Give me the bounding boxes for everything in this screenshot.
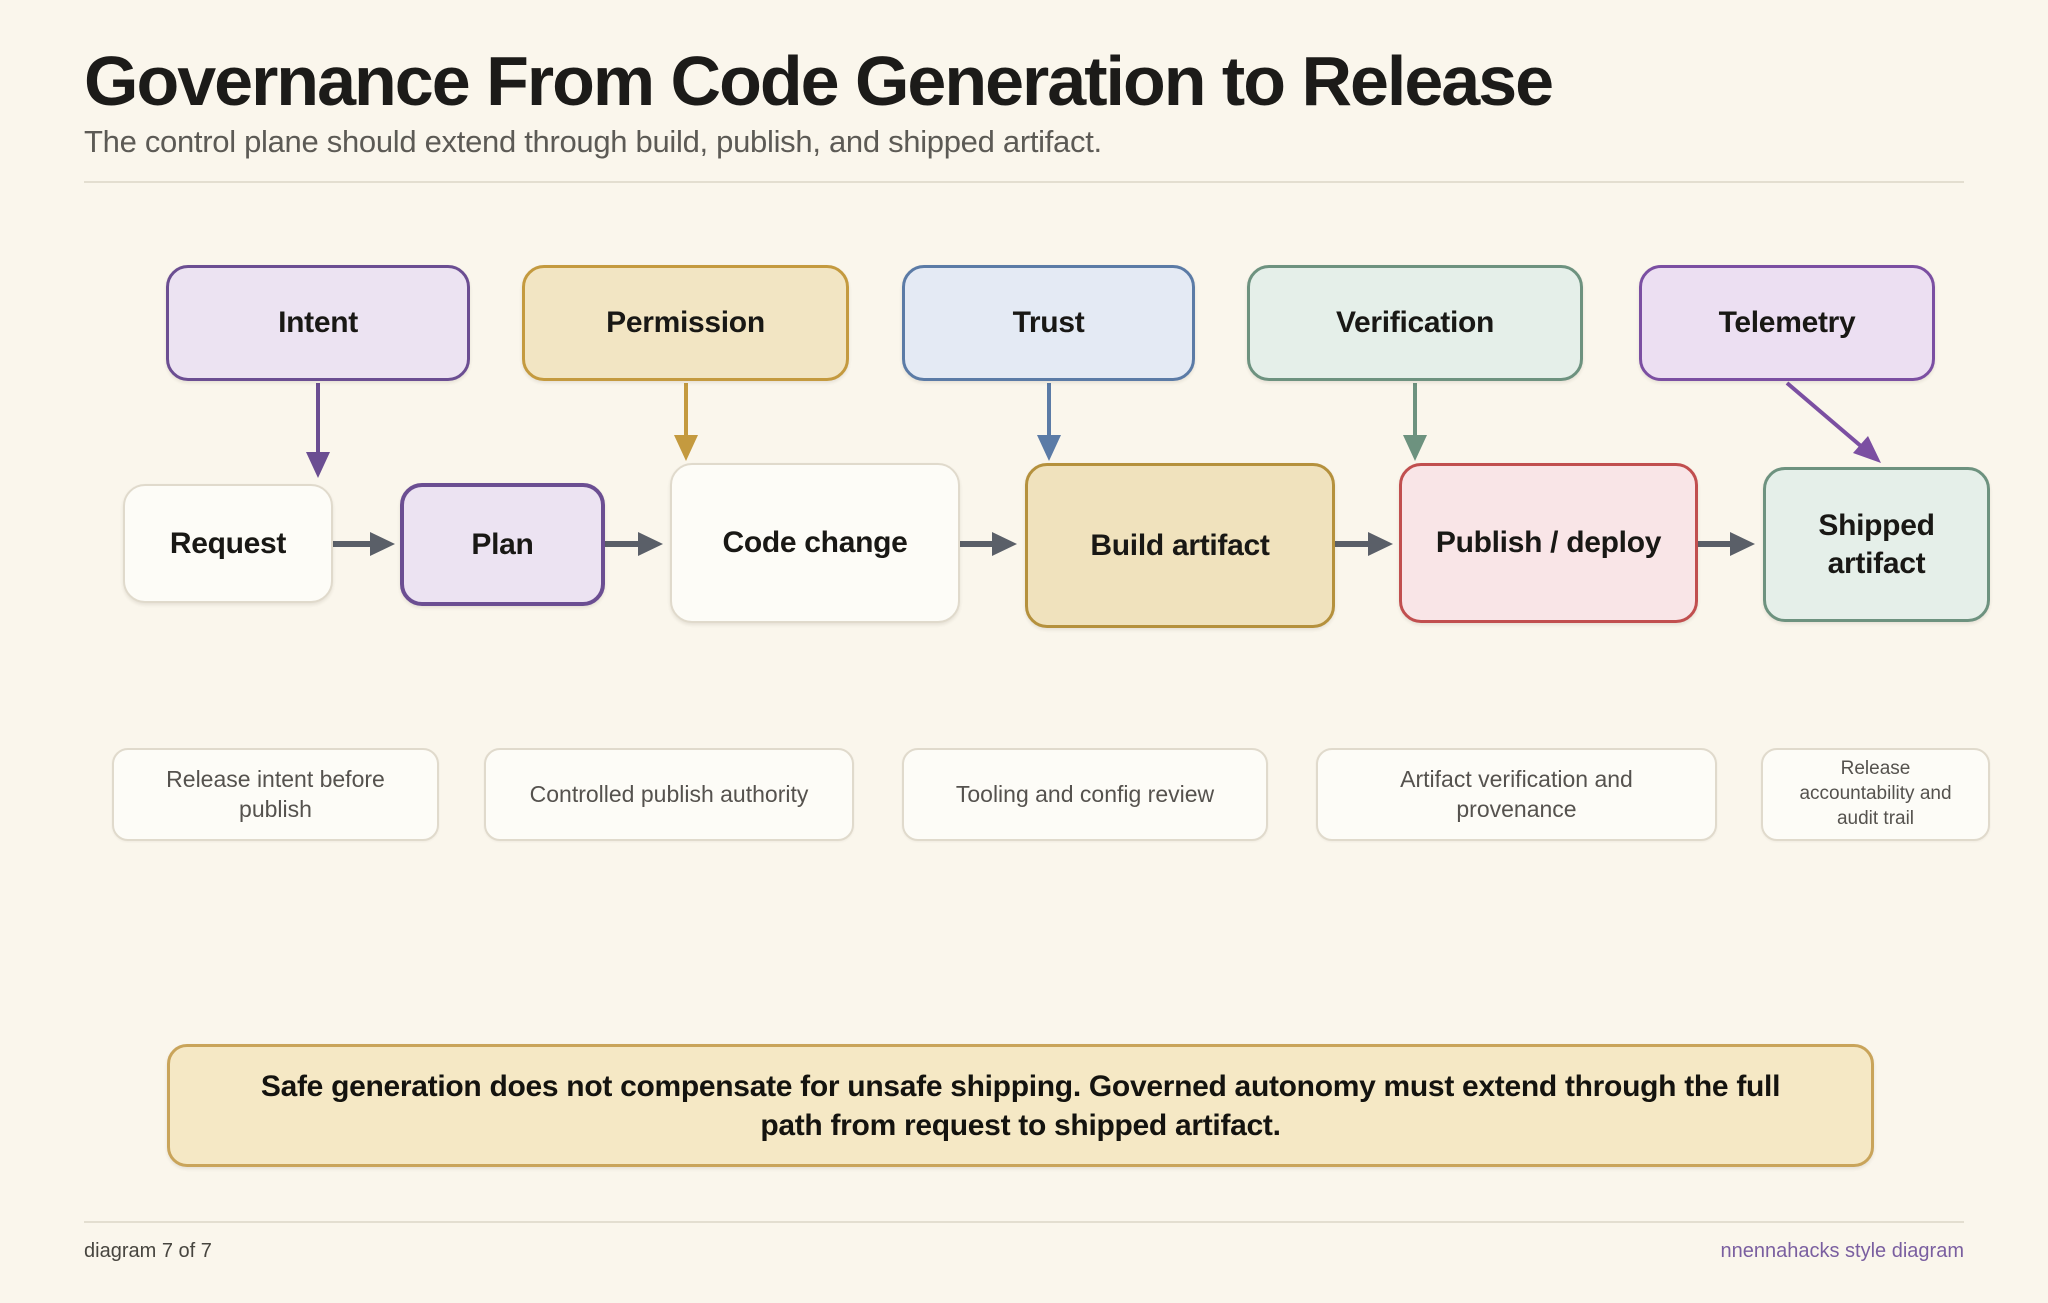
page-subtitle: The control plane should extend through … — [84, 124, 1102, 159]
control-tooling-review: Tooling and config review — [902, 748, 1268, 841]
node-plan-label: Plan — [471, 527, 534, 561]
control-release-intent: Release intent before publish — [112, 748, 439, 841]
arrow-plan-to-code-change — [605, 532, 663, 556]
node-trust-label: Trust — [1012, 306, 1085, 340]
arrow-intent-to-request — [306, 383, 330, 478]
node-shipped-artifact-label: Shipped artifact — [1818, 509, 1935, 580]
node-permission: Permission — [522, 265, 849, 381]
node-request-label: Request — [169, 526, 287, 560]
header-divider — [84, 181, 1964, 183]
node-request: Request — [123, 484, 333, 603]
callout-text: Safe generation does not compensate for … — [260, 1069, 1781, 1142]
footer-credit: nnennahacks style diagram — [1720, 1240, 1964, 1262]
control-artifact-verification: Artifact verification and provenance — [1316, 748, 1717, 841]
node-build-artifact-label: Build artifact — [1090, 528, 1270, 562]
node-build-artifact: Build artifact — [1025, 463, 1335, 628]
callout-banner: Safe generation does not compensate for … — [167, 1044, 1874, 1167]
footer-divider — [84, 1221, 1964, 1223]
control-artifact-verification-label: Artifact verification and provenance — [1400, 765, 1633, 822]
control-publish-authority-label: Controlled publish authority — [529, 780, 809, 807]
node-telemetry: Telemetry — [1639, 265, 1935, 381]
node-intent: Intent — [166, 265, 470, 381]
control-publish-authority: Controlled publish authority — [484, 748, 854, 841]
arrow-verification-to-publish — [1403, 383, 1427, 461]
arrow-code-change-to-build — [960, 532, 1017, 556]
node-publish-deploy-label: Publish / deploy — [1435, 526, 1662, 560]
arrow-publish-to-shipped — [1698, 532, 1755, 556]
arrow-request-to-plan — [333, 532, 395, 556]
arrow-trust-to-build-artifact — [1037, 383, 1061, 461]
control-release-intent-label: Release intent before publish — [166, 765, 385, 822]
node-permission-label: Permission — [606, 306, 765, 340]
node-trust: Trust — [902, 265, 1195, 381]
arrow-telemetry-to-shipped — [1785, 381, 1881, 463]
control-tooling-review-label: Tooling and config review — [955, 780, 1215, 807]
node-code-change-label: Code change — [722, 526, 908, 560]
node-plan: Plan — [400, 483, 605, 606]
node-publish-deploy: Publish / deploy — [1399, 463, 1698, 623]
node-intent-label: Intent — [278, 306, 358, 340]
node-shipped-artifact: Shipped artifact — [1763, 467, 1990, 622]
arrow-build-to-publish — [1335, 532, 1393, 556]
control-accountability: Release accountability and audit trail — [1761, 748, 1990, 841]
page-title: Governance From Code Generation to Relea… — [84, 42, 1554, 120]
node-verification-label: Verification — [1335, 306, 1495, 340]
footer-page-indicator: diagram 7 of 7 — [84, 1240, 212, 1262]
arrow-permission-to-code-change — [674, 383, 698, 461]
control-accountability-label: Release accountability and audit trail — [1799, 758, 1952, 829]
node-code-change: Code change — [670, 463, 960, 623]
node-telemetry-label: Telemetry — [1718, 306, 1856, 340]
node-verification: Verification — [1247, 265, 1583, 381]
